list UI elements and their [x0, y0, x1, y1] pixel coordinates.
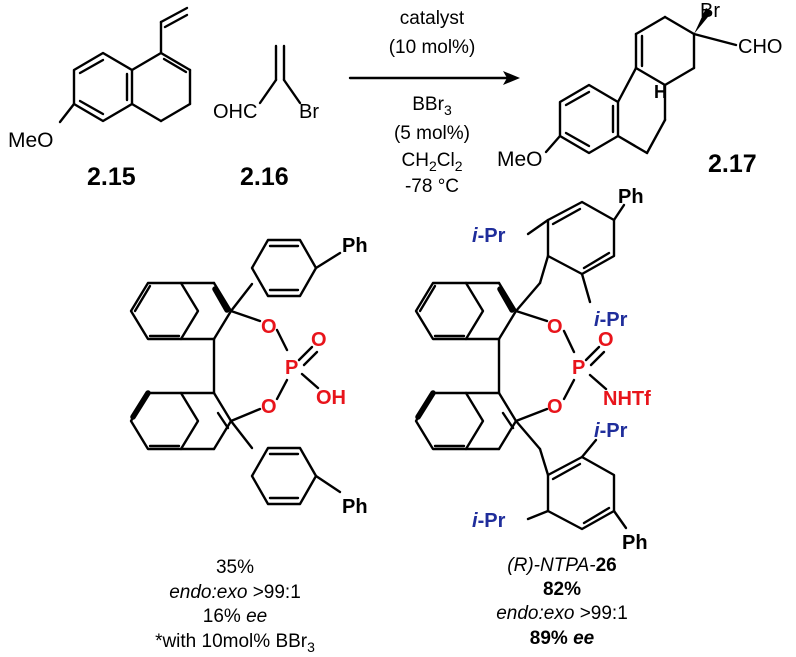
condition-catalyst: catalyst [400, 8, 465, 29]
left-catalyst-hydroxyl: OH [316, 387, 346, 409]
diene-structure [58, 6, 192, 124]
dienophile-compound-id: 2.16 [240, 163, 289, 191]
left-catalyst-structure [129, 238, 342, 506]
condition-temperature: -78 °C [405, 176, 459, 197]
left-catalyst-ee: 16% ee [203, 606, 267, 627]
condition-solvent: CH2Cl2 [402, 150, 463, 174]
right-catalyst-yield: 82% [543, 579, 581, 600]
right-catalyst-phenyl-lower: Ph [622, 532, 648, 554]
product-compound-id: 2.17 [708, 150, 757, 178]
right-catalyst-isopropyl-4: i-Pr [472, 510, 506, 532]
dienophile-formyl-label: OHC [213, 101, 257, 123]
product-methoxy-label: MeO [497, 148, 543, 171]
right-catalyst-oxygen-2: O [547, 396, 563, 418]
right-catalyst-structure [414, 200, 628, 531]
condition-catalyst-loading: (10 mol%) [389, 37, 476, 58]
right-catalyst-triflamide: NHTf [603, 388, 651, 410]
right-catalyst-name: (R)-NTPA-26 [507, 555, 616, 576]
product-formyl-label: CHO [738, 36, 782, 58]
dienophile-bromo-label: Br [299, 101, 319, 123]
left-catalyst-phosphorus: P [285, 357, 298, 379]
right-catalyst-oxygen-3: O [598, 329, 614, 351]
right-catalyst-isopropyl-2: i-Pr [594, 309, 628, 331]
right-catalyst-selectivity: endo:exo >99:1 [496, 603, 628, 624]
condition-lewis-acid: BBr3 [412, 94, 452, 118]
left-catalyst-footnote: *with 10mol% BBr3 [155, 631, 315, 655]
bromo-wedge-bond [694, 8, 712, 34]
reaction-arrowhead [503, 71, 520, 85]
left-catalyst-oxygen-2: O [261, 396, 277, 418]
condition-lewis-acid-loading: (5 mol%) [394, 123, 470, 144]
right-catalyst-phosphorus: P [572, 357, 585, 379]
diene-compound-id: 2.15 [87, 163, 136, 191]
left-catalyst-oxygen-1: O [261, 316, 277, 338]
right-catalyst-isopropyl-3: i-Pr [594, 420, 628, 442]
right-catalyst-phenyl-upper: Ph [618, 186, 644, 208]
left-catalyst-phenyl-lower: Ph [342, 496, 368, 518]
left-catalyst-selectivity: endo:exo >99:1 [169, 582, 301, 603]
right-catalyst-oxygen-1: O [547, 316, 563, 338]
dienophile-structure [258, 44, 302, 105]
diene-methoxy-label: MeO [8, 129, 54, 152]
product-bromo-label: Br [700, 0, 720, 22]
left-catalyst-phenyl-upper: Ph [342, 235, 368, 257]
product-stereo-hydrogen: H [654, 82, 667, 102]
right-catalyst-isopropyl-1: i-Pr [472, 225, 506, 247]
left-catalyst-yield: 35% [216, 557, 254, 578]
right-catalyst-ee: 89% ee [530, 628, 595, 649]
product-structure [544, 8, 738, 155]
left-catalyst-oxygen-3: O [311, 329, 327, 351]
